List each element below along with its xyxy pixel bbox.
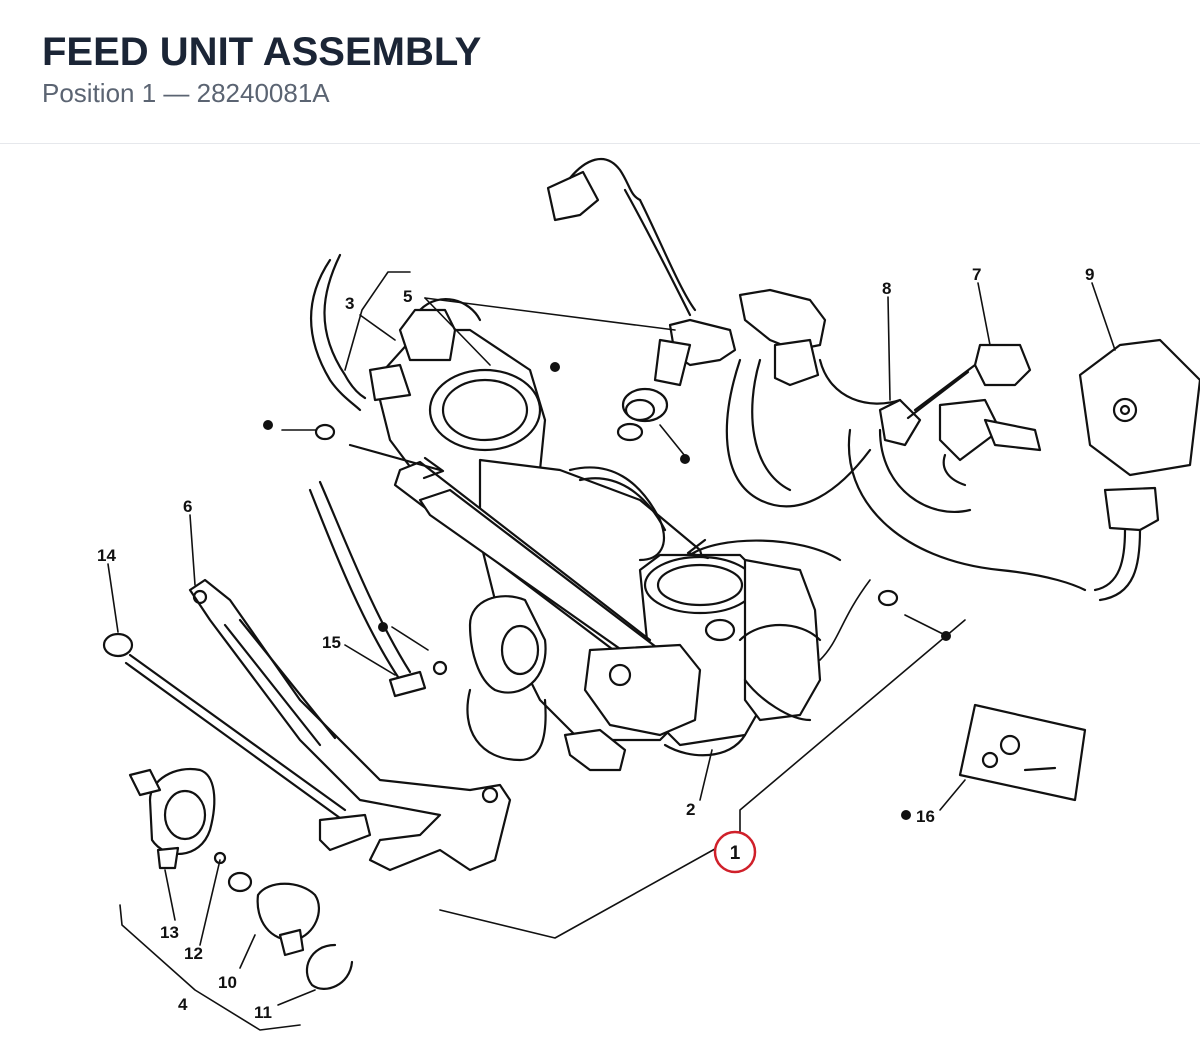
injector-part-5[interactable] bbox=[616, 318, 737, 442]
potentiometer-part-9[interactable] bbox=[1078, 338, 1200, 602]
highlighted-callout-1[interactable]: 1 bbox=[713, 830, 757, 874]
callout-14: 14 bbox=[97, 546, 116, 565]
page-header: FEED UNIT ASSEMBLY Position 1 — 28240081… bbox=[0, 0, 1200, 144]
pressure-regulator-group-part-4[interactable] bbox=[128, 767, 354, 990]
sensor-part-7[interactable] bbox=[906, 343, 1032, 420]
callout-3: 3 bbox=[345, 294, 354, 313]
callout-9: 9 bbox=[1085, 265, 1094, 284]
throttle-body-assembly[interactable] bbox=[308, 253, 842, 772]
callout-11: 11 bbox=[254, 1003, 272, 1022]
callout-7: 7 bbox=[972, 265, 981, 284]
bullet-dots bbox=[263, 362, 951, 820]
top-harness-connector[interactable] bbox=[546, 158, 697, 317]
callout-2: 2 bbox=[686, 800, 695, 819]
exploded-parts-diagram: 2 3 4 5 6 7 8 9 10 11 12 13 14 15 16 1 bbox=[97, 158, 1200, 1031]
kit-bag-part-16[interactable] bbox=[958, 703, 1087, 802]
callout-13: 13 bbox=[160, 923, 179, 942]
callout-16: 16 bbox=[916, 807, 935, 826]
callout-5: 5 bbox=[403, 287, 412, 306]
bracket-part-6[interactable] bbox=[188, 578, 512, 872]
callout-8: 8 bbox=[882, 279, 891, 298]
callout-labels: 2 3 4 5 6 7 8 9 10 11 12 13 14 15 16 bbox=[97, 265, 1094, 1022]
o-rings bbox=[314, 398, 899, 607]
screw-part-15[interactable] bbox=[388, 660, 448, 698]
rod-part-14[interactable] bbox=[102, 632, 372, 852]
callout-12: 12 bbox=[184, 944, 203, 963]
callout-4: 4 bbox=[178, 995, 188, 1014]
page-title: FEED UNIT ASSEMBLY bbox=[42, 30, 482, 74]
callout-10: 10 bbox=[218, 973, 237, 992]
callout-1: 1 bbox=[730, 843, 741, 864]
callout-6: 6 bbox=[183, 497, 192, 516]
right-harness[interactable] bbox=[725, 288, 1087, 592]
page-subtitle: Position 1 — 28240081A bbox=[42, 78, 330, 108]
callout-15: 15 bbox=[322, 633, 341, 652]
